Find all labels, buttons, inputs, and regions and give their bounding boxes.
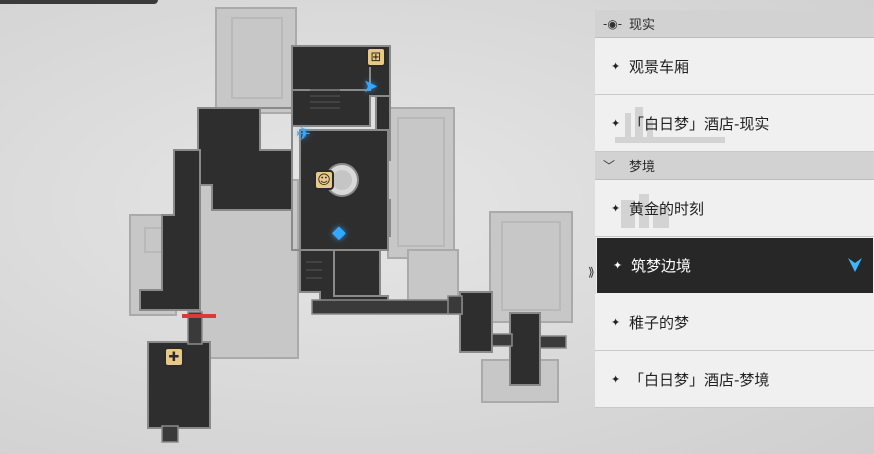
pom-pom-npc-icon[interactable]: ☺ bbox=[314, 170, 334, 190]
location-panel: -◉- 现实 ✦ 观景车厢 ✦ 「白日梦」酒店-现实 ﹀ 梦境 ✦ 黄金的时刻 … bbox=[595, 10, 874, 454]
star-icon: ✦ bbox=[611, 372, 621, 386]
location-item-childs-dream[interactable]: ✦ 稚子的梦 bbox=[595, 294, 874, 351]
section-title: 现实 bbox=[629, 18, 656, 33]
location-label: 筑梦边境 bbox=[631, 257, 692, 275]
top-left-tab bbox=[0, 0, 158, 4]
player-arrow-icon: ➤ bbox=[363, 76, 379, 97]
eye-icon: -◉- bbox=[603, 16, 623, 31]
area-small-room bbox=[407, 249, 459, 301]
location-label: 观景车厢 bbox=[629, 57, 690, 76]
building-silhouette-icon bbox=[621, 194, 669, 228]
corridor-west bbox=[139, 149, 201, 311]
location-item-golden-hour[interactable]: ✦ 黄金的时刻 bbox=[595, 180, 874, 237]
location-label: 「白日梦」酒店-梦境 bbox=[629, 370, 770, 389]
location-item-dream-edge[interactable]: ✦ 筑梦边境 bbox=[596, 237, 874, 294]
corridor-south bbox=[311, 299, 463, 315]
section-header-reality: -◉- 现实 bbox=[595, 10, 874, 38]
star-icon: ✦ bbox=[611, 315, 621, 329]
dream-wing-icon: ﹀ bbox=[603, 159, 616, 173]
star-icon: ✦ bbox=[611, 59, 621, 73]
location-item-observation-car[interactable]: ✦ 观景车厢 bbox=[595, 38, 874, 95]
star-icon: ✦ bbox=[611, 116, 621, 130]
selection-pointer-icon: ⟫ bbox=[588, 265, 595, 279]
location-label: 黄金的时刻 bbox=[629, 199, 705, 218]
locked-door-marker bbox=[182, 314, 216, 318]
room-east-corridor bbox=[459, 291, 493, 353]
star-icon: ✦ bbox=[613, 259, 623, 272]
location-item-hotel-dreamscape[interactable]: ✦ 「白日梦」酒店-梦境 bbox=[595, 351, 874, 408]
building-silhouette-icon bbox=[615, 107, 725, 143]
puzzle-icon[interactable]: ✚ bbox=[164, 347, 184, 367]
section-header-dreamscape: ﹀ 梦境 bbox=[595, 152, 874, 180]
location-item-hotel-reality[interactable]: ✦ 「白日梦」酒店-现实 bbox=[595, 95, 874, 152]
puzzle-icon[interactable]: ⊞ bbox=[366, 47, 386, 67]
location-label: 「白日梦」酒店-现实 bbox=[629, 114, 770, 133]
current-location-marker-icon bbox=[848, 258, 862, 272]
section-title: 梦境 bbox=[629, 160, 656, 175]
location-label: 稚子的梦 bbox=[629, 313, 690, 332]
star-icon: ✦ bbox=[611, 201, 621, 215]
room-west-block bbox=[197, 107, 293, 211]
room-east-end bbox=[509, 312, 541, 386]
teleport-waypoint-icon[interactable]: ◆ bbox=[332, 222, 346, 243]
space-anchor-icon[interactable]: ✈ bbox=[296, 124, 312, 145]
